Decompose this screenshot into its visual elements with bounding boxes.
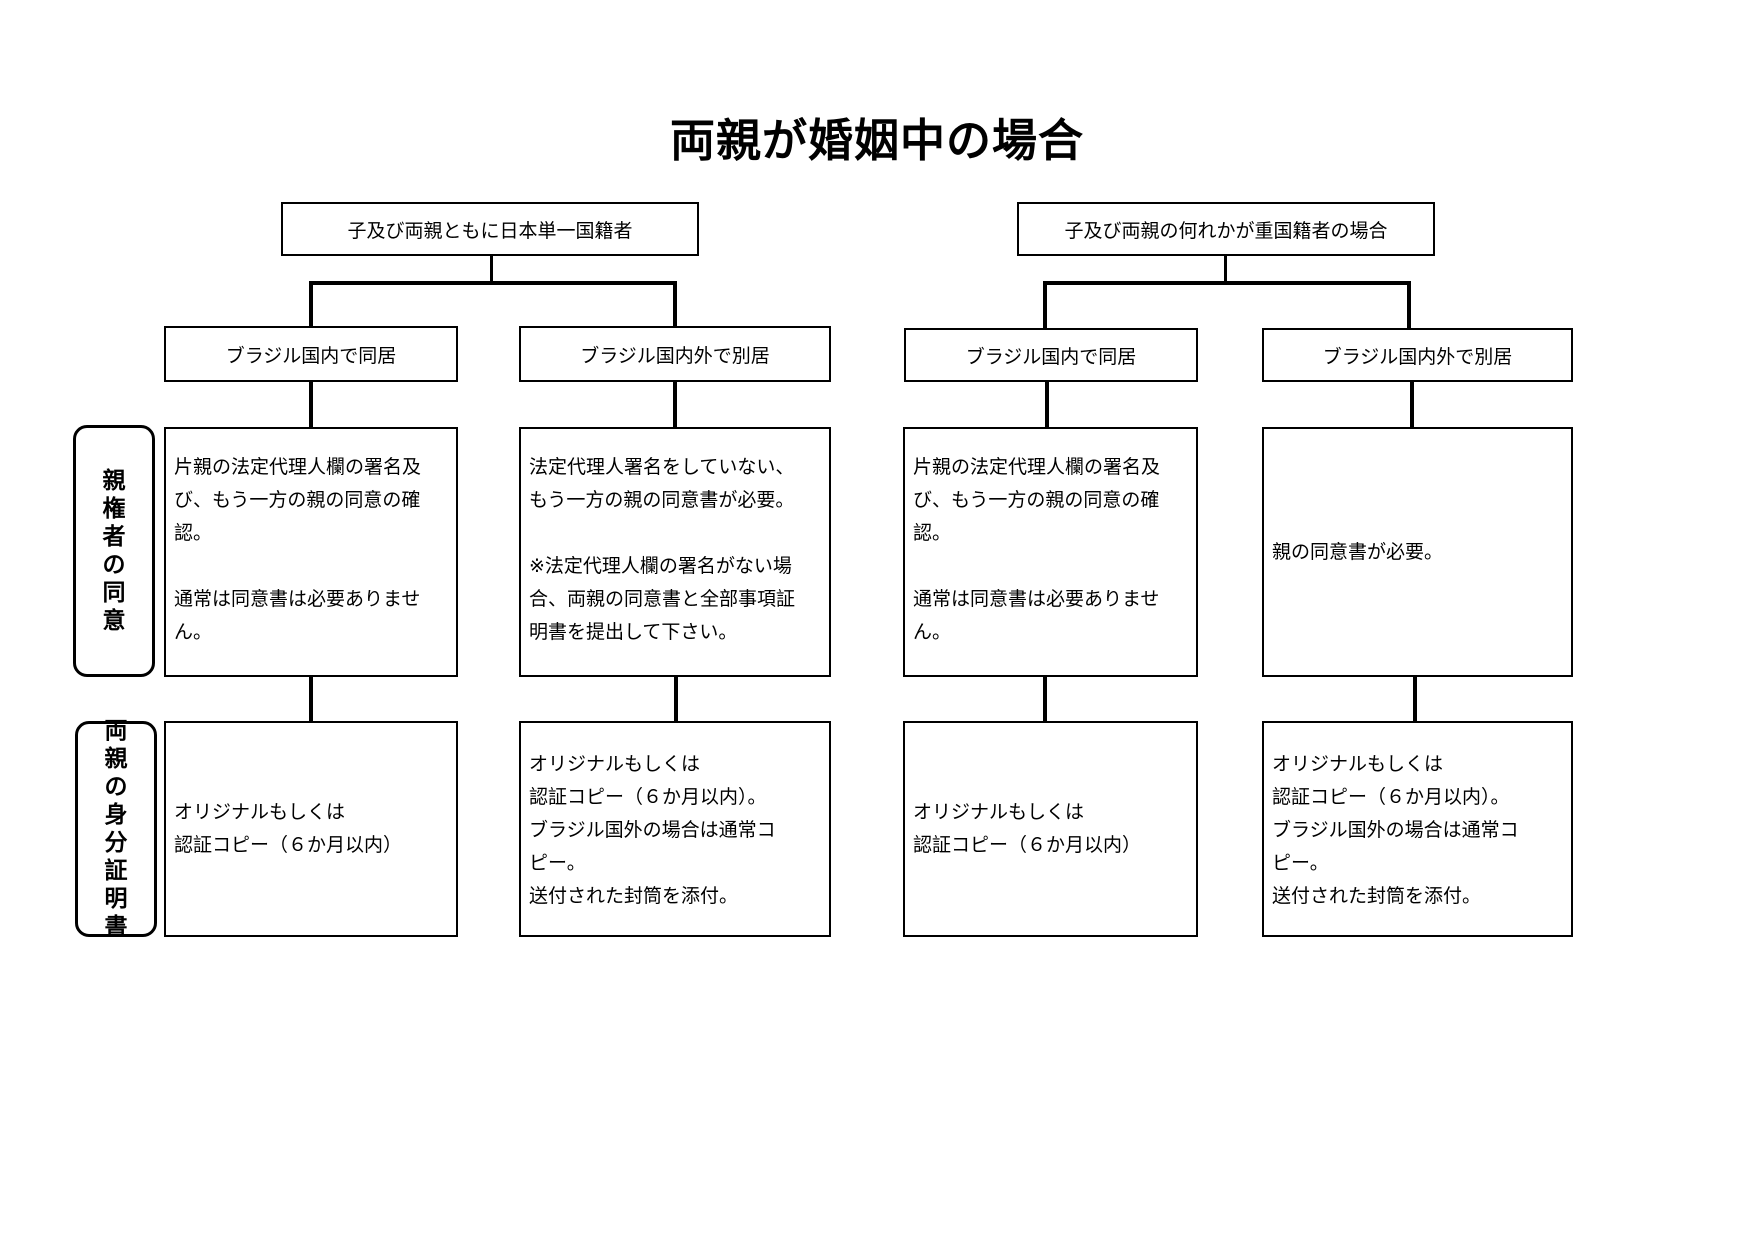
col-label-g0-c0: ブラジル国内で同居 bbox=[164, 326, 458, 382]
col-label-g1-c1: ブラジル国内外で別居 bbox=[1262, 328, 1573, 382]
connector-g1-left bbox=[1043, 283, 1047, 328]
connector-g0-bar bbox=[309, 281, 677, 285]
connector-g1-right bbox=[1407, 283, 1411, 328]
connector-g0-c0-consent bbox=[309, 382, 313, 427]
group-header-single-nationality: 子及び両親ともに日本単一国籍者 bbox=[281, 202, 699, 256]
row-label-consent: 親権者の同意 bbox=[73, 425, 155, 677]
consent-g0-c0: 片親の法定代理人欄の署名及 び、もう一方の親の同意の確 認。 通常は同意書は必要… bbox=[164, 427, 458, 677]
connector-g1-bar bbox=[1043, 281, 1411, 285]
consent-g1-c0: 片親の法定代理人欄の署名及 び、もう一方の親の同意の確 認。 通常は同意書は必要… bbox=[903, 427, 1198, 677]
group-header-dual-nationality: 子及び両親の何れかが重国籍者の場合 bbox=[1017, 202, 1435, 256]
connector-g0-c1-consent bbox=[673, 382, 677, 427]
id-docs-g1-c1: オリジナルもしくは 認証コピー（６か月以内）。 ブラジル国外の場合は通常コ ピー… bbox=[1262, 721, 1573, 937]
connector-g1-c1-id bbox=[1413, 677, 1417, 721]
connector-g0-left bbox=[309, 283, 313, 326]
col-label-g0-c1: ブラジル国内外で別居 bbox=[519, 326, 831, 382]
connector-g1-c1-consent bbox=[1410, 382, 1414, 427]
id-docs-g0-c0: オリジナルもしくは 認証コピー（６か月以内） bbox=[164, 721, 458, 937]
row-label-id-docs-text: 両親の身分証明書 bbox=[104, 718, 128, 940]
connector-g0-right bbox=[673, 283, 677, 326]
id-docs-g0-c1: オリジナルもしくは 認証コピー（６か月以内）。 ブラジル国外の場合は通常コ ピー… bbox=[519, 721, 831, 937]
connector-g1-c0-consent bbox=[1045, 382, 1049, 427]
id-docs-g1-c0: オリジナルもしくは 認証コピー（６か月以内） bbox=[903, 721, 1198, 937]
connector-g0-stem bbox=[490, 256, 493, 283]
page-title: 両親が婚姻中の場合 bbox=[669, 114, 1084, 167]
connector-g0-c1-id bbox=[674, 677, 678, 721]
consent-g1-c1: 親の同意書が必要。 bbox=[1262, 427, 1573, 677]
connector-g1-stem bbox=[1224, 256, 1227, 283]
connector-g0-c0-id bbox=[309, 677, 313, 721]
consent-g0-c1: 法定代理人署名をしていない、 もう一方の親の同意書が必要。 ※法定代理人欄の署名… bbox=[519, 427, 831, 677]
col-label-g1-c0: ブラジル国内で同居 bbox=[904, 328, 1198, 382]
row-label-consent-text: 親権者の同意 bbox=[102, 468, 126, 634]
connector-g1-c0-id bbox=[1043, 677, 1047, 721]
row-label-id-docs: 両親の身分証明書 bbox=[75, 718, 157, 940]
